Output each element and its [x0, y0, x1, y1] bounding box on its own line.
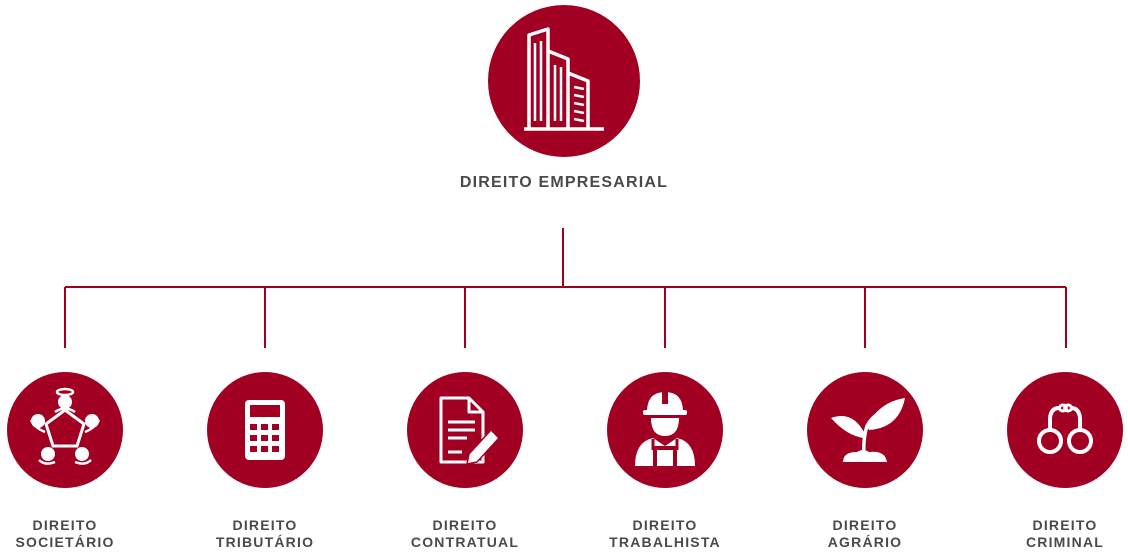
- child-label-trabalhista: DIREITO TRABALHISTA: [609, 517, 721, 550]
- child-label-criminal: DIREITO CRIMINAL: [1025, 517, 1105, 550]
- contract-pen-icon: [439, 396, 501, 465]
- calculator-icon: [245, 400, 285, 460]
- handcuffs-icon: [1037, 403, 1093, 454]
- child-node-contratual: [407, 372, 523, 488]
- root-node-direito-empresarial: [488, 5, 640, 157]
- child-node-agrario: [807, 372, 923, 488]
- child-node-criminal: [1007, 372, 1123, 488]
- child-node-societario: [7, 372, 123, 488]
- child-label-societario: DIREITO SOCIETÁRIO: [15, 517, 115, 550]
- root-label: DIREITO EMPRESARIAL: [459, 174, 669, 191]
- child-label-agrario: DIREITO AGRÁRIO: [827, 517, 903, 550]
- construction-worker-icon: [635, 392, 695, 466]
- sprout-icon: [831, 398, 905, 462]
- child-node-trabalhista: [607, 372, 723, 488]
- round-table-meeting-icon: [29, 387, 101, 465]
- buildings-icon: [524, 27, 604, 131]
- child-label-tributario: DIREITO TRIBUTÁRIO: [215, 517, 315, 550]
- child-node-tributario: [207, 372, 323, 488]
- child-label-contratual: DIREITO CONTRATUAL: [410, 517, 520, 550]
